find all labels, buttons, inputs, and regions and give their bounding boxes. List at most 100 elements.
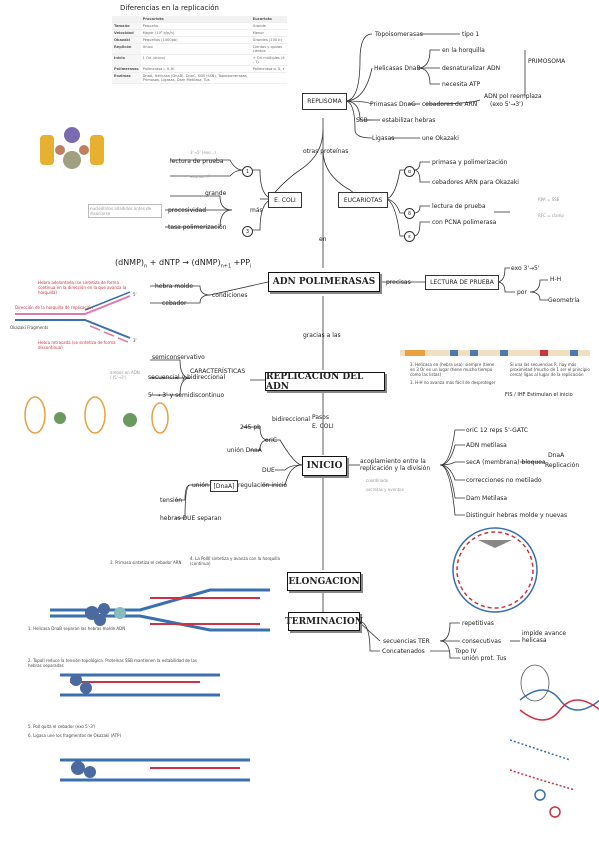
inicio-tension: tensión [160, 497, 183, 504]
inicio-union-dnaa: unión DnaA [227, 447, 262, 454]
ecoli-lectura: lectura de prueba [170, 158, 224, 165]
table-title: Diferencias en la replicación [120, 4, 219, 12]
table-cell: Polimerasa α, δ, ε [250, 65, 287, 73]
table-cell: Inicio [112, 54, 141, 66]
table-header-cell [112, 16, 141, 23]
fork-adelantada: Hebra adelantada (se sintetiza de forma … [38, 280, 127, 295]
inicio-hebras-due: hebras DUE separan [160, 515, 222, 522]
primasas-label: Primasas DnaG [370, 101, 416, 108]
inicio-node: INICIO [302, 456, 347, 476]
inicio-gray-1: coordinado [366, 478, 389, 483]
circular-chromosome [452, 527, 538, 613]
en-label: en [319, 236, 327, 243]
formula-sub: i [250, 263, 252, 270]
table-cell: Cientos y quizas cientos [250, 43, 287, 55]
ecoli-exo: 3'→5' (exo...) [190, 150, 216, 155]
primosoma-note-2: (exo 5'→3') [490, 101, 524, 108]
table-header-cell: Eucariota [250, 16, 287, 23]
helicase-image [2, 110, 147, 190]
euk-rfc: RFC = clamp [538, 213, 564, 218]
table-cell: Pequeños (1000pb) [140, 36, 251, 44]
inicio-acoplamiento: acoplamiento entre la replicación y la d… [360, 458, 431, 472]
primosoma-note: ADN pol reemplaza [484, 93, 542, 100]
fis-ihf-label: FIS / IHF Estimulan el inicio [505, 392, 573, 398]
inicio-oric: oriC [265, 437, 277, 444]
elong-step-1: 1. Helicasa DnaB separan las hebras mold… [28, 626, 126, 631]
precisas-label: precisas [386, 279, 411, 286]
por-label: por [517, 289, 527, 296]
terminacion-node: TERMINACION [285, 612, 363, 631]
ecoli-grande: grande [205, 190, 227, 197]
fork-retrasada: Hebra retrasada (se sintetiza de forma d… [38, 340, 116, 350]
inicio-union-r: unión a R [192, 482, 221, 489]
ecoli-procesividad: procesividad [168, 207, 207, 214]
replisome-blobs [70, 603, 126, 778]
table-cell: 1 Ori (único) [140, 54, 251, 66]
hh-label: H-H [550, 276, 562, 283]
inicio-245pb: 245 pb [240, 424, 261, 431]
ecoli-tasa: tasa polimerización [168, 224, 227, 231]
replicacion-node: REPLICACION DEL ADN [265, 372, 385, 392]
oric-sequence-bar [400, 350, 590, 356]
ssb-label: SSB [356, 117, 368, 124]
inicio-dnaa: DnaA [548, 452, 565, 459]
elong-step-4: 4. La PolIII sintetiza y avanza con la h… [190, 556, 280, 566]
primosoma-label: PRIMOSOMA [528, 58, 566, 65]
elong-step-3: 3. Primasa sintetiza el cebador ARN [110, 560, 182, 565]
ecoli-mas: más [250, 207, 263, 214]
table-cell: Polimerasa I, II, III [140, 65, 251, 73]
decatenation-illustration [509, 664, 599, 818]
inicio-distinguir: Distinguir hebras molde y nuevas [466, 512, 568, 519]
geometria-label: Geometría [548, 297, 580, 304]
ecoli-node: E. COLI [268, 192, 302, 208]
lectura-prueba-node: LECTURA DE PRUEBA [425, 275, 499, 290]
inicio-dnaa-box: [DnaA] [210, 480, 238, 492]
fork-3prime: 3' [133, 338, 137, 343]
table-cell: Enzimas [112, 72, 141, 84]
table-cell: DnaA, Helicasa (DnaB), DnaC, SSB (SSB), … [140, 72, 251, 84]
seq-note-3: Si una las secuencias R. hay más proximi… [510, 362, 590, 377]
table-cell: Polimerasas [112, 65, 141, 73]
formula-part: +PP [231, 258, 251, 267]
gracias-label: gracias a las [303, 332, 341, 339]
elong-step-2: 2. TopoII reduce la tensión topológica. … [28, 658, 197, 668]
polymerization-formula: (dNMP)n + dNTP → (dNMP)n+1 +PPi [115, 258, 251, 270]
euk-delta-1: lectura de prueba [432, 203, 486, 210]
pasos-ecoli-label: E. COLI [312, 423, 334, 430]
table-cell: Grandes (100 b) [250, 36, 287, 44]
inicio-dam: Dam Metilasa [466, 495, 508, 502]
table-cell: Menor [250, 29, 287, 37]
helicasa-detail-2: desnaturalizar ADN [442, 65, 501, 72]
inicio-gray-2: secretas y eventos [366, 487, 404, 492]
helicasa-detail-3: necesita ATP [442, 81, 481, 88]
term-union-tus: unión prot. Tus [462, 655, 507, 662]
term-impide: impide avance helicasa [522, 630, 567, 644]
formula-part: + dNTP → (dNMP) [147, 258, 221, 267]
inicio-regulacion: regulación inicio [238, 482, 288, 489]
otras-proteinas-label: otras proteínas [303, 148, 349, 155]
table-cell: Okazaki [112, 36, 141, 44]
elong-step-5: 5. PolI quita el cebador (exo 5'-3') [28, 724, 96, 729]
condiciones-label: condiciones [212, 292, 248, 299]
ecoli-note: nucleótidos añadidos antes de disociarse [88, 204, 162, 218]
table-header-row: Procariota Eucariota [112, 16, 287, 23]
euk-alpha-2: cebadores ARN para Okazaki [432, 179, 519, 186]
table-header-cell: Procariota [140, 16, 251, 23]
table-cell: + Ori múltiples (4 - 7) [250, 54, 287, 66]
euk-epsilon-1: con PCNA polimerasa [432, 219, 497, 226]
cebador-label: cebador [162, 300, 187, 307]
ecoli-exo-gray: exonuc...? [190, 174, 211, 179]
table-cell: Replicón [112, 43, 141, 55]
epsilon-circle: ε [404, 231, 415, 242]
elongacion-node: ELONGACION [287, 572, 361, 591]
topo-type: tipo 1 [462, 31, 480, 38]
